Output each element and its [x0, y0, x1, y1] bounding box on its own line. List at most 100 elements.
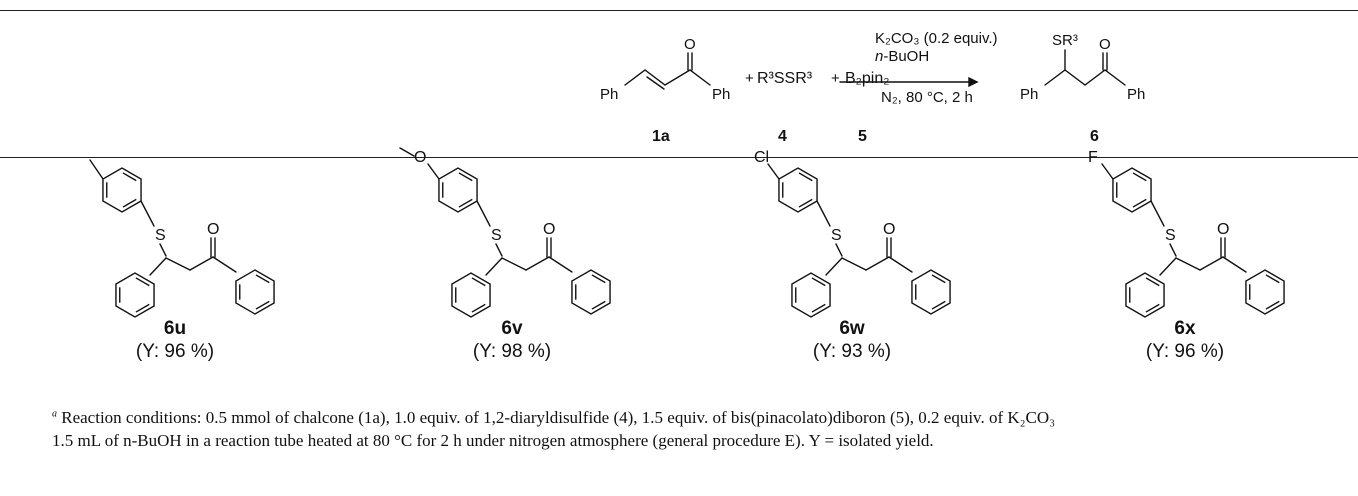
footnote-line-2: 1.5 mL of n-BuOH in a reaction tube heat…: [52, 431, 934, 450]
ch-ch2-bond-6w: [841, 257, 867, 271]
phenyl-right-6w-double-bond-2: [931, 274, 946, 284]
aryl-ring-6u-double-bond-2: [122, 172, 137, 182]
compound-yield-6u: (Y: 96 %): [135, 341, 215, 362]
phenyl-left-6v: [451, 272, 491, 318]
chalcone-carbonyl: [687, 52, 693, 71]
chalcone-ph-left: Ph: [600, 86, 619, 103]
ch-phenyl-bond-6u: [149, 257, 167, 276]
plus-sign-1: +: [745, 70, 754, 87]
reactant-disulfide: R³SSR³: [757, 70, 813, 87]
aryl-ring-6w: [778, 167, 818, 213]
phenyl-left-6v-double-bond-0: [471, 303, 486, 313]
oxygen-atom-6w: O: [883, 221, 895, 238]
label-6: 6: [1090, 128, 1099, 145]
footnote-marker: a: [52, 408, 57, 420]
ch-ch2-bond-6x: [1175, 257, 1201, 271]
condition-base: K₂CO₃ (0.2 equiv.): [875, 30, 998, 47]
substituent-bond-6v: [427, 163, 440, 180]
label-5: 5: [858, 128, 867, 145]
phenyl-right-6u-double-bond-2: [255, 274, 270, 284]
ch2-co-bond-6x: [1199, 256, 1224, 271]
methyl-bond-6u: [89, 159, 104, 180]
phenyl-left-6v-double-bond-2: [471, 277, 486, 287]
phenyl-right-6u: [235, 269, 275, 315]
ch-phenyl-bond-6w: [825, 257, 843, 276]
structure-6v: S O O: [399, 147, 611, 318]
ch-ch2-bond-6u: [165, 257, 191, 271]
aryl-ring-6v: [438, 167, 478, 213]
chalcone-carbonyl-o: O: [684, 36, 696, 53]
aryl-s-bond-6x: [1150, 200, 1165, 227]
aryl-s-bond-6v: [476, 200, 491, 227]
phenyl-left-6u: [115, 272, 155, 318]
chalcone-double-bond: [646, 76, 665, 90]
product-sr3: SR³: [1052, 32, 1078, 49]
phenyl-left-6u-double-bond-0: [135, 303, 150, 313]
reactant-b2pin2: B₂pin₂: [845, 70, 890, 87]
product-bonds: [1044, 69, 1126, 86]
plus-sign-2: +: [831, 70, 840, 87]
label-4: 4: [778, 128, 787, 145]
phenyl-right-6u-double-bond-0: [255, 300, 270, 310]
aryl-ring-6w-double-bond-2: [798, 172, 813, 182]
phenyl-left-6u-double-bond-2: [135, 277, 150, 287]
substituent-bond-6w: [767, 163, 780, 180]
compound-name-6w: 6w: [839, 318, 865, 339]
phenyl-right-6v-double-bond-2: [591, 274, 606, 284]
phenyl-right-6w: [911, 269, 951, 315]
compound-name-6v: 6v: [501, 318, 523, 339]
s-ch-bond-6v: [495, 243, 503, 257]
co-phenyl-bond-6u: [212, 256, 237, 273]
ch-phenyl-bond-6v: [485, 257, 503, 276]
aryl-ring-6w-double-bond-0: [798, 198, 813, 208]
footnote-line-1: a Reaction conditions: 0.5 mmol of chalc…: [52, 408, 1055, 428]
substituent-atom-6v: O: [414, 149, 426, 166]
condition-solvent-italic: n: [875, 48, 884, 65]
phenyl-right-6x-double-bond-0: [1265, 300, 1280, 310]
aryl-ring-6x-double-bond-0: [1132, 198, 1147, 208]
aryl-ring-6x: [1112, 167, 1152, 213]
co-phenyl-bond-6x: [1222, 256, 1247, 273]
aryl-ring-6x-double-bond-2: [1132, 172, 1147, 182]
ch2-co-bond-6w: [865, 256, 890, 271]
condition-solvent-rest: -BuOH: [883, 48, 930, 65]
oxygen-atom-6u: O: [207, 221, 219, 238]
sulfur-atom-6u: S: [155, 227, 166, 244]
product-carbonyl: [1102, 52, 1108, 71]
sulfur-atom-6v: S: [491, 227, 502, 244]
product-ph-right: Ph: [1127, 86, 1146, 103]
substituent-bond-6x: [1101, 163, 1114, 180]
aryl-ring-6u-double-bond-0: [122, 198, 137, 208]
phenyl-right-6v-double-bond-0: [591, 300, 606, 310]
compound-yield-6w: (Y: 93 %): [812, 341, 892, 362]
aryl-ring-6v-double-bond-2: [458, 172, 473, 182]
chalcone-ph-right: Ph: [712, 86, 731, 103]
sulfur-atom-6x: S: [1165, 227, 1176, 244]
s-ch-bond-6x: [1169, 243, 1177, 257]
s-ch-bond-6u: [159, 243, 167, 257]
compound-name-6x: 6x: [1174, 318, 1196, 339]
ch2-co-bond-6u: [189, 256, 214, 271]
chalcone-bonds: [624, 69, 711, 86]
aryl-s-bond-6w: [816, 200, 831, 227]
co-phenyl-bond-6w: [888, 256, 913, 273]
condition-atmosphere: N₂, 80 °C, 2 h: [881, 89, 973, 106]
methoxy-methyl-bond-6v: [399, 147, 415, 157]
phenyl-right-6w-double-bond-0: [931, 300, 946, 310]
aryl-ring-6u: [102, 167, 142, 213]
phenyl-left-6w: [791, 272, 831, 318]
oxygen-atom-6v: O: [543, 221, 555, 238]
reaction-arrowhead: [968, 76, 979, 88]
aryl-ring-6v-double-bond-0: [458, 198, 473, 208]
s-ch-bond-6w: [835, 243, 843, 257]
middle-rule: [0, 157, 1358, 158]
co-phenyl-bond-6v: [548, 256, 573, 273]
phenyl-left-6x: [1125, 272, 1165, 318]
ch2-co-bond-6v: [525, 256, 550, 271]
compound-yield-6x: (Y: 96 %): [1145, 341, 1225, 362]
label-1a: 1a: [652, 128, 670, 145]
substituent-atom-6x: F: [1088, 149, 1098, 166]
